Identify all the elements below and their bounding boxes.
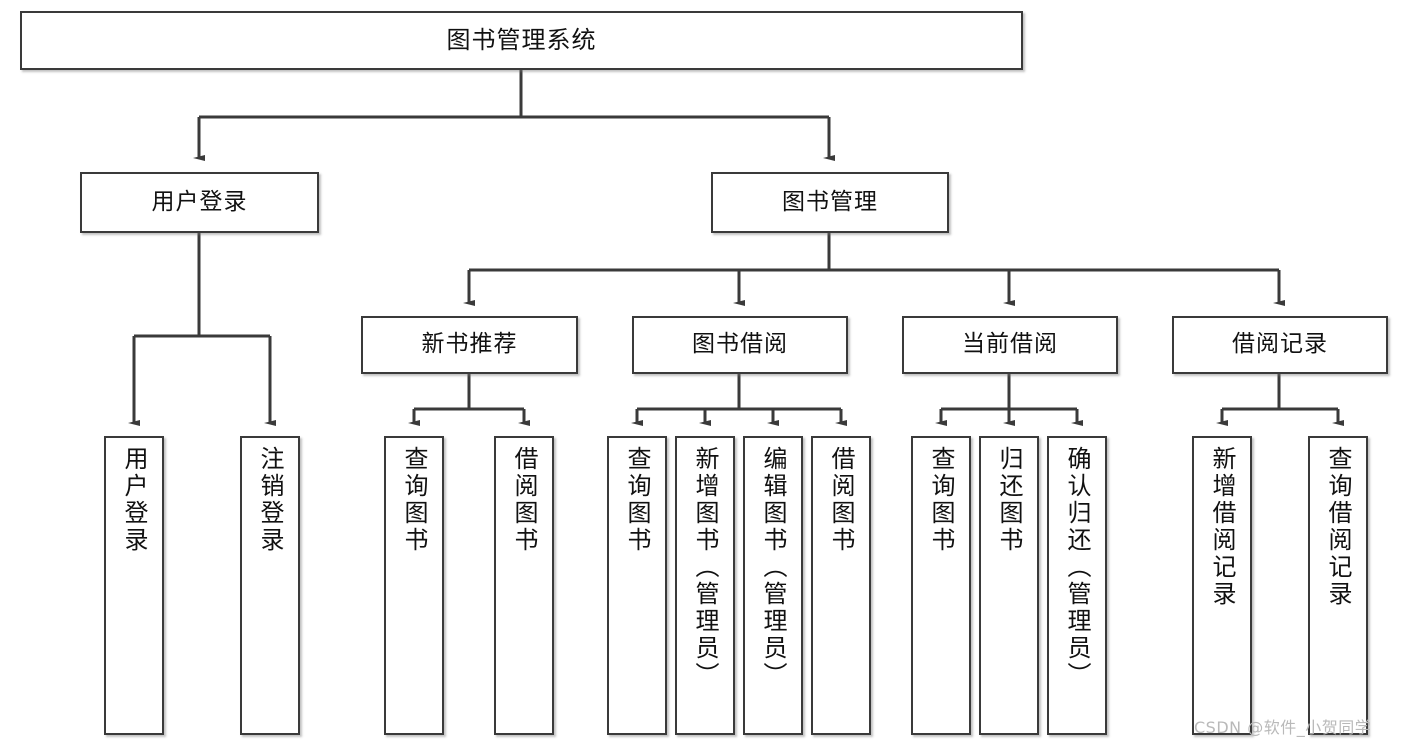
node-label: 归还图书 <box>995 446 1023 554</box>
node-label: 查询借阅记录 <box>1324 446 1352 608</box>
node-user-login[interactable]: 用户登录 <box>80 172 319 233</box>
node-book-borrowing[interactable]: 图书借阅 <box>632 316 848 374</box>
node-label: 用户登录 <box>151 188 248 215</box>
leaf-confirm-return-admin[interactable]: 确认归还（管理员） <box>1047 436 1107 735</box>
leaf-query-borrow-record[interactable]: 查询借阅记录 <box>1308 436 1368 735</box>
node-label: 新增图书（管理员） <box>691 446 719 689</box>
node-label: 当前借阅 <box>962 331 1058 358</box>
leaf-logout[interactable]: 注销登录 <box>240 436 300 735</box>
node-label: 新增借阅记录 <box>1208 446 1236 608</box>
node-new-book-recommendation[interactable]: 新书推荐 <box>361 316 578 374</box>
node-label: 查询图书 <box>927 446 955 554</box>
node-book-management[interactable]: 图书管理 <box>711 172 949 233</box>
node-root-book-management-system[interactable]: 图书管理系统 <box>20 11 1023 70</box>
node-label: 借阅图书 <box>827 446 855 554</box>
node-label: 编辑图书（管理员） <box>759 446 787 689</box>
leaf-add-borrow-record[interactable]: 新增借阅记录 <box>1192 436 1252 735</box>
leaf-edit-book-admin[interactable]: 编辑图书（管理员） <box>743 436 803 735</box>
node-current-borrowing[interactable]: 当前借阅 <box>902 316 1118 374</box>
leaf-query-book-borrow[interactable]: 查询图书 <box>607 436 667 735</box>
node-label: 新书推荐 <box>421 331 518 358</box>
leaf-user-login[interactable]: 用户登录 <box>104 436 164 735</box>
leaf-add-book-admin[interactable]: 新增图书（管理员） <box>675 436 735 735</box>
leaf-query-book-recommend[interactable]: 查询图书 <box>384 436 444 735</box>
node-label: 借阅图书 <box>510 446 538 554</box>
node-label: 查询图书 <box>400 446 428 554</box>
node-label: 用户登录 <box>120 446 148 554</box>
node-label: 借阅记录 <box>1232 331 1328 358</box>
node-label: 图书管理 <box>782 188 878 215</box>
node-label: 图书借阅 <box>692 331 788 358</box>
node-borrowing-record[interactable]: 借阅记录 <box>1172 316 1388 374</box>
leaf-borrow-book-recommend[interactable]: 借阅图书 <box>494 436 554 735</box>
leaf-query-book-current[interactable]: 查询图书 <box>911 436 971 735</box>
node-label: 确认归还（管理员） <box>1063 446 1091 689</box>
node-label: 查询图书 <box>623 446 651 554</box>
node-label: 图书管理系统 <box>446 26 597 55</box>
node-label: 注销登录 <box>256 446 284 554</box>
csdn-watermark: CSDN @软件_小贺同学 <box>1194 718 1372 737</box>
leaf-return-book[interactable]: 归还图书 <box>979 436 1039 735</box>
leaf-borrow-book[interactable]: 借阅图书 <box>811 436 871 735</box>
